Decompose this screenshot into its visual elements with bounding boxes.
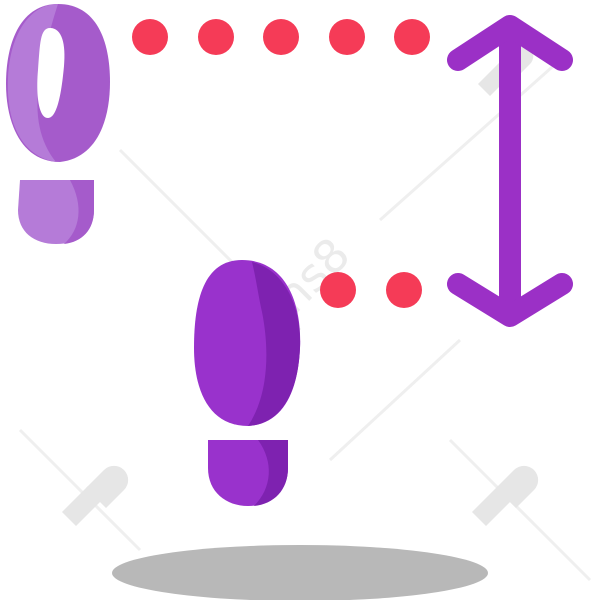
lower-footprint-icon <box>194 260 301 506</box>
upper-footprint-icon <box>6 4 110 244</box>
dotted-guide-line <box>132 19 430 308</box>
ground-shadow <box>112 545 488 600</box>
vertical-double-arrow-icon <box>447 15 573 327</box>
